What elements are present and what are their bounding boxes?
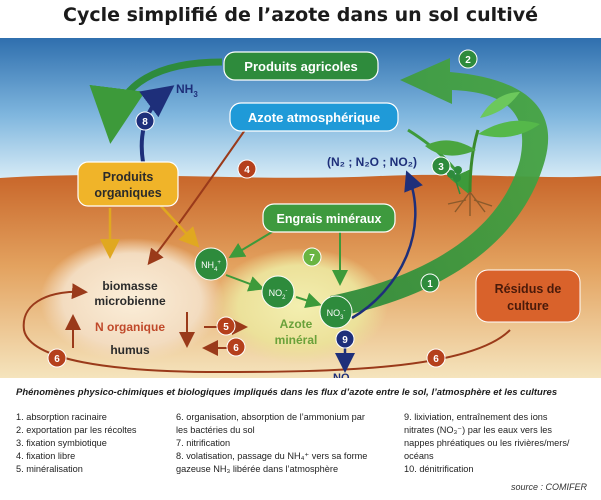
badge-7: 7 [302, 247, 322, 267]
no3-text: NO [327, 308, 341, 318]
svg-text:NH4+: NH4+ [201, 260, 221, 273]
legend-item: 1. absorption racinaire [16, 412, 107, 422]
badge-5: 5 [216, 316, 236, 336]
badge-9: 9 [335, 329, 355, 349]
biomass-pool [40, 238, 224, 362]
no2-text: NO [269, 288, 283, 298]
svg-text:NO3: NO3 [333, 372, 354, 378]
nh4-sub: 4 [214, 267, 218, 273]
legend-column-1: 1. absorption racinaire 2. exportation p… [16, 411, 176, 476]
biomass-label-line2: microbienne [94, 294, 166, 308]
legend-item: 2. exportation par les récoltes [16, 425, 137, 436]
svg-text:3: 3 [438, 162, 444, 173]
agricultural-products-box: Produits agricoles [223, 51, 379, 81]
free-fixation-arrow [147, 129, 246, 266]
organic-products-box: Produits organiques [77, 161, 179, 207]
plant-icon [425, 92, 540, 216]
svg-text:6: 6 [54, 354, 60, 365]
mineral-fertiliser-label: Engrais minéraux [277, 212, 382, 226]
biomass-label-line1: biomasse [102, 279, 158, 293]
svg-text:5: 5 [223, 322, 229, 333]
recycle-arc [89, 58, 223, 144]
nitrite-node: NO2- [261, 275, 295, 309]
humus-label: humus [110, 343, 150, 357]
denitrification-gases-label: (N₂ ; N₂O ; NO₂) [327, 155, 417, 169]
denitrification-arrow [351, 170, 423, 320]
organic-products-label-line2: organiques [94, 186, 161, 200]
svg-text:NO3-: NO3- [327, 308, 346, 321]
atmospheric-nitrogen-label: Azote atmosphérique [248, 110, 380, 125]
legend-item: 7. nitrification [176, 438, 231, 449]
legend-item: nitrates (NO₃⁻) par les eaux vers les [404, 425, 552, 436]
legend-item: 4. fixation libre [16, 451, 76, 462]
svg-text:2: 2 [465, 55, 471, 66]
nitrogen-cycle-diagram: Produits agricoles Azote atmosphérique P… [0, 38, 601, 378]
badge-1: 1 [420, 273, 440, 293]
badge-6-right: 6 [426, 348, 446, 368]
no3-sub: 3 [340, 315, 344, 321]
nh4-to-no2-arrow [225, 274, 265, 292]
nh3-sub: 3 [193, 90, 198, 99]
badge-3: 3 [431, 156, 451, 176]
crop-residues-label-line2: culture [507, 299, 549, 313]
legend-item: 3. fixation symbiotique [16, 438, 107, 449]
mineral-nitrogen-label-line2: minéral [275, 333, 318, 347]
badge-4: 4 [237, 159, 257, 179]
legend-item: océans [404, 451, 434, 462]
no2-sub: 2 [282, 295, 286, 301]
nh4-sup: + [217, 260, 221, 266]
badge-2: 2 [458, 49, 478, 69]
legend-item: 9. lixiviation, entraînement des ions [404, 412, 548, 422]
svg-text:6: 6 [433, 354, 439, 365]
legend-item: 10. dénitrification [404, 464, 474, 475]
agricultural-products-label: Produits agricoles [244, 59, 357, 74]
organic-nitrogen-label: N organique [95, 320, 165, 334]
svg-text:NH3: NH3 [176, 82, 198, 99]
badge-8: 8 [135, 111, 155, 131]
svg-text:6: 6 [233, 343, 239, 354]
legend-item: gazeuse NH₃ libérée dans l’atmosphère [176, 464, 339, 475]
atmospheric-nitrogen-box: Azote atmosphérique [229, 102, 399, 132]
legend-item: 6. organisation, absorption de l’ammoniu… [176, 412, 365, 422]
clover-icon [447, 166, 462, 195]
svg-text:NO2-: NO2- [269, 288, 288, 301]
legend-item: 8. volatisation, passage du NH₄⁺ vers sa… [176, 451, 368, 462]
nh3-text: NH [176, 82, 193, 96]
svg-text:9: 9 [342, 335, 348, 346]
crop-residues-box: Résidus de culture [475, 269, 581, 323]
fertiliser-to-nh4-arrow [228, 231, 273, 259]
nitrate-node: NO3- [319, 295, 353, 329]
svg-text:8: 8 [142, 117, 148, 128]
export-arrow [330, 58, 549, 318]
mineral-fertiliser-box: Engrais minéraux [262, 203, 396, 233]
organic-products-label-line1: Produits [103, 170, 154, 184]
no3-sup: - [343, 308, 345, 314]
svg-text:4: 4 [244, 165, 250, 176]
legend-caption: Phénomènes physico-chimiques et biologiq… [16, 387, 558, 398]
badge-6-left: 6 [47, 348, 67, 368]
diagram-title: Cycle simplifié de l’azote dans un sol c… [63, 4, 538, 26]
source-credit: source : COMIFER [510, 482, 587, 492]
no2-to-no3-arrow [295, 292, 322, 308]
badge-6-organisation: 6 [226, 337, 246, 357]
residue-loop-arrow [22, 283, 511, 374]
no2-sup: - [285, 288, 287, 294]
legend-item: les bactéries du sol [176, 425, 255, 436]
legend-item: nappes phréatiques ou les rivières/mers/ [404, 438, 570, 449]
legend-column-3: 9. lixiviation, entraînement des ions ni… [404, 411, 599, 476]
crop-residues-label-line1: Résidus de [495, 282, 562, 296]
organic-to-nh4-arrow [159, 204, 200, 248]
svg-text:7: 7 [309, 253, 315, 264]
legend-column-2: 6. organisation, absorption de l’ammoniu… [176, 411, 401, 476]
leached-no3-text: NO [333, 372, 350, 378]
svg-text:1: 1 [427, 279, 433, 290]
mineral-nitrogen-label-line1: Azote [280, 317, 313, 331]
ammonium-node: NH4+ [194, 247, 228, 281]
legend-item: 5. minéralisation [16, 464, 83, 475]
nh4-text: NH [201, 260, 214, 270]
